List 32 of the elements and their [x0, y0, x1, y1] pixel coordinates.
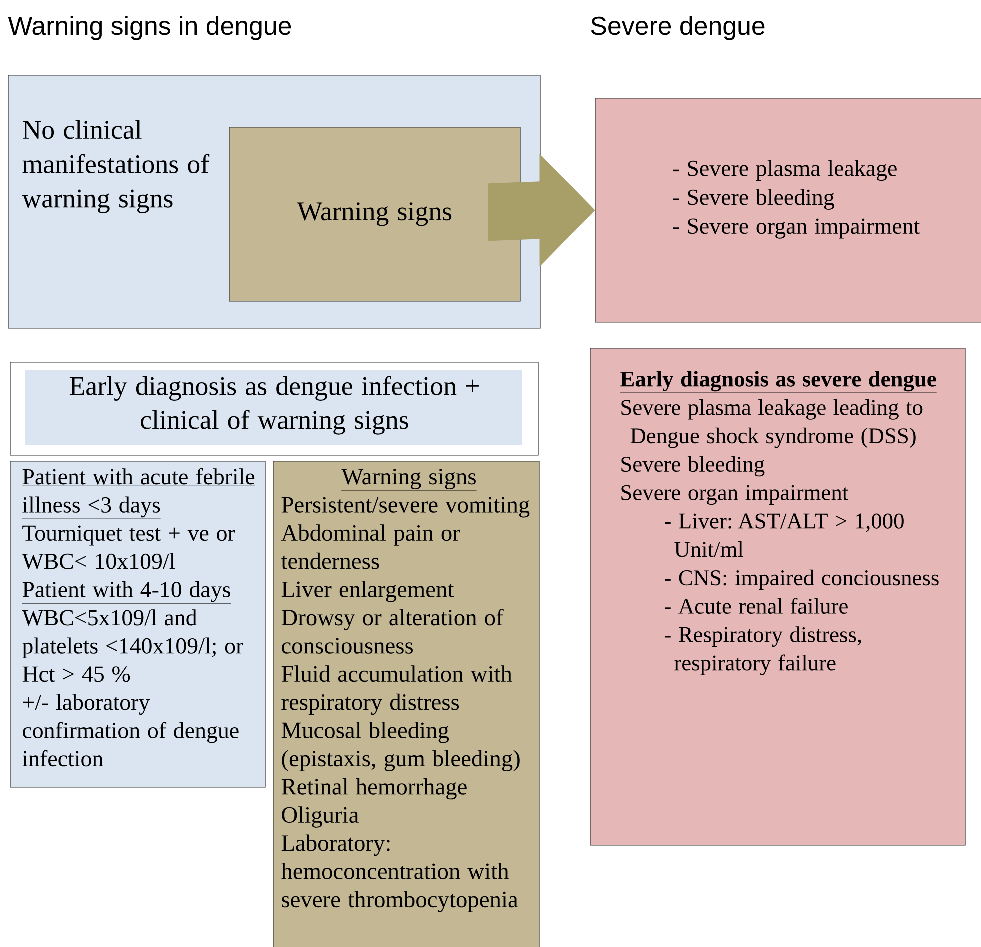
criteria-text: WBC<5x109/l and platelets <140x109/l; or Hct > 45 %: [22, 610, 244, 682]
list-item: Abdominal pain or tenderness: [281, 524, 460, 570]
heading: Warning signs: [341, 469, 477, 492]
box-label: Warning signs: [297, 202, 452, 226]
list-item: - Respiratory distress, respiratory failure: [665, 626, 862, 676]
criteria-text: +/- laboratory confirmation of dengue infection: [22, 694, 239, 767]
list-item: - Severe organ impairment: [673, 218, 920, 239]
heading: Patient with 4-10 days: [22, 581, 232, 604]
list-item: Severe plasma leakage leading to Dengue shock syndrome (DSS): [622, 399, 923, 448]
list-item: - Severe bleeding: [673, 189, 834, 210]
block-arrow: [488, 154, 596, 267]
section-title: Severe dengue: [591, 16, 765, 40]
list-item: Persistent/severe vomiting: [282, 497, 530, 518]
list-item: Mucosal bleeding (epistaxis, gum bleeding): [282, 722, 520, 772]
panel-text: No clinical manifestations of warning signs: [22, 120, 210, 214]
heading: Patient with acute febrile illness <3 days: [22, 468, 256, 520]
heading: Early diagnosis as dengue infection + clinical of warning signs: [70, 376, 479, 435]
list-item: - Liver: AST/ALT > 1,000 Unit/ml: [665, 514, 904, 558]
criteria-text: Tourniquet test + ve or WBC< 10x109/l: [22, 526, 236, 570]
section-title: Warning signs in dengue: [8, 16, 292, 40]
list-item: - Acute renal failure: [665, 598, 848, 614]
list-item: Laboratory: hemoconcentration with severe thrombocytopenia: [281, 834, 518, 912]
heading: Early diagnosis as severe dengue: [620, 371, 938, 394]
list-item: Liver enlargement: [282, 581, 454, 602]
list-item: - CNS: impaired conciousness: [665, 570, 939, 590]
list-item: Drowsy or alteration of consciousness: [282, 608, 504, 654]
list-item: - Severe plasma leakage: [673, 160, 897, 182]
list-item: Oliguria: [282, 806, 359, 828]
list-item: Fluid accumulation with respiratory distress: [282, 666, 512, 716]
list-item: Retinal hemorrhage: [282, 778, 467, 800]
list-item: Severe organ impairment: [622, 485, 848, 506]
list-item: Severe bleeding: [622, 456, 765, 477]
